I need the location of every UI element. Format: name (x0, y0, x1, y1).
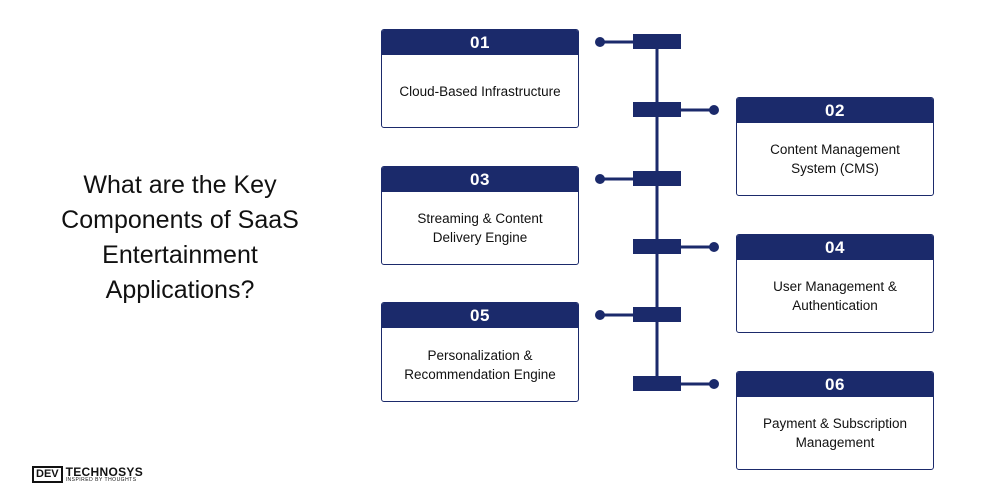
connector-dot-01 (595, 37, 605, 47)
card-number: 04 (737, 235, 933, 260)
timeline-marker-04 (633, 239, 681, 254)
connector-dot-05 (595, 310, 605, 320)
card-label: User Management & Authentication (773, 279, 897, 313)
connector-dot-02 (709, 105, 719, 115)
timeline-marker-02 (633, 102, 681, 117)
card-number: 01 (382, 30, 578, 55)
page-title: What are the Key Components of SaaS Ente… (61, 171, 299, 304)
logo-wordmark: TECHNOSYS INSPIRED BY THOUGHTS (66, 466, 143, 483)
component-card-04: 04 User Management & Authentication (736, 234, 934, 333)
card-label: Cloud-Based Infrastructure (399, 83, 561, 99)
connector-dot-06 (709, 379, 719, 389)
card-label: Personalization & Recommendation Engine (404, 347, 556, 382)
card-number: 03 (382, 167, 578, 192)
card-number: 06 (737, 372, 933, 397)
timeline-marker-06 (633, 376, 681, 391)
component-card-02: 02 Content Management System (CMS) (736, 97, 934, 196)
card-label: Content Management System (CMS) (770, 142, 900, 176)
connector-dot-04 (709, 242, 719, 252)
timeline-marker-05 (633, 307, 681, 322)
logo-mark: DEV (32, 465, 63, 483)
component-card-06: 06 Payment & Subscription Management (736, 371, 934, 470)
logo-tagline: INSPIRED BY THOUGHTS (65, 476, 137, 483)
logo-name: TECHNOSYS (65, 464, 144, 479)
card-number: 05 (382, 303, 578, 328)
component-card-03: 03 Streaming & Content Delivery Engine (381, 166, 579, 265)
timeline-marker-03 (633, 171, 681, 186)
card-label: Payment & Subscription Management (762, 416, 908, 450)
card-number: 02 (737, 98, 933, 123)
card-label: Streaming & Content Delivery Engine (417, 211, 543, 245)
timeline-marker-01 (633, 34, 681, 49)
component-card-01: 01 Cloud-Based Infrastructure (381, 29, 579, 128)
component-card-05: 05 Personalization & Recommendation Engi… (381, 302, 579, 402)
brand-logo: DEV TECHNOSYS INSPIRED BY THOUGHTS (32, 464, 146, 484)
connector-dot-03 (595, 174, 605, 184)
